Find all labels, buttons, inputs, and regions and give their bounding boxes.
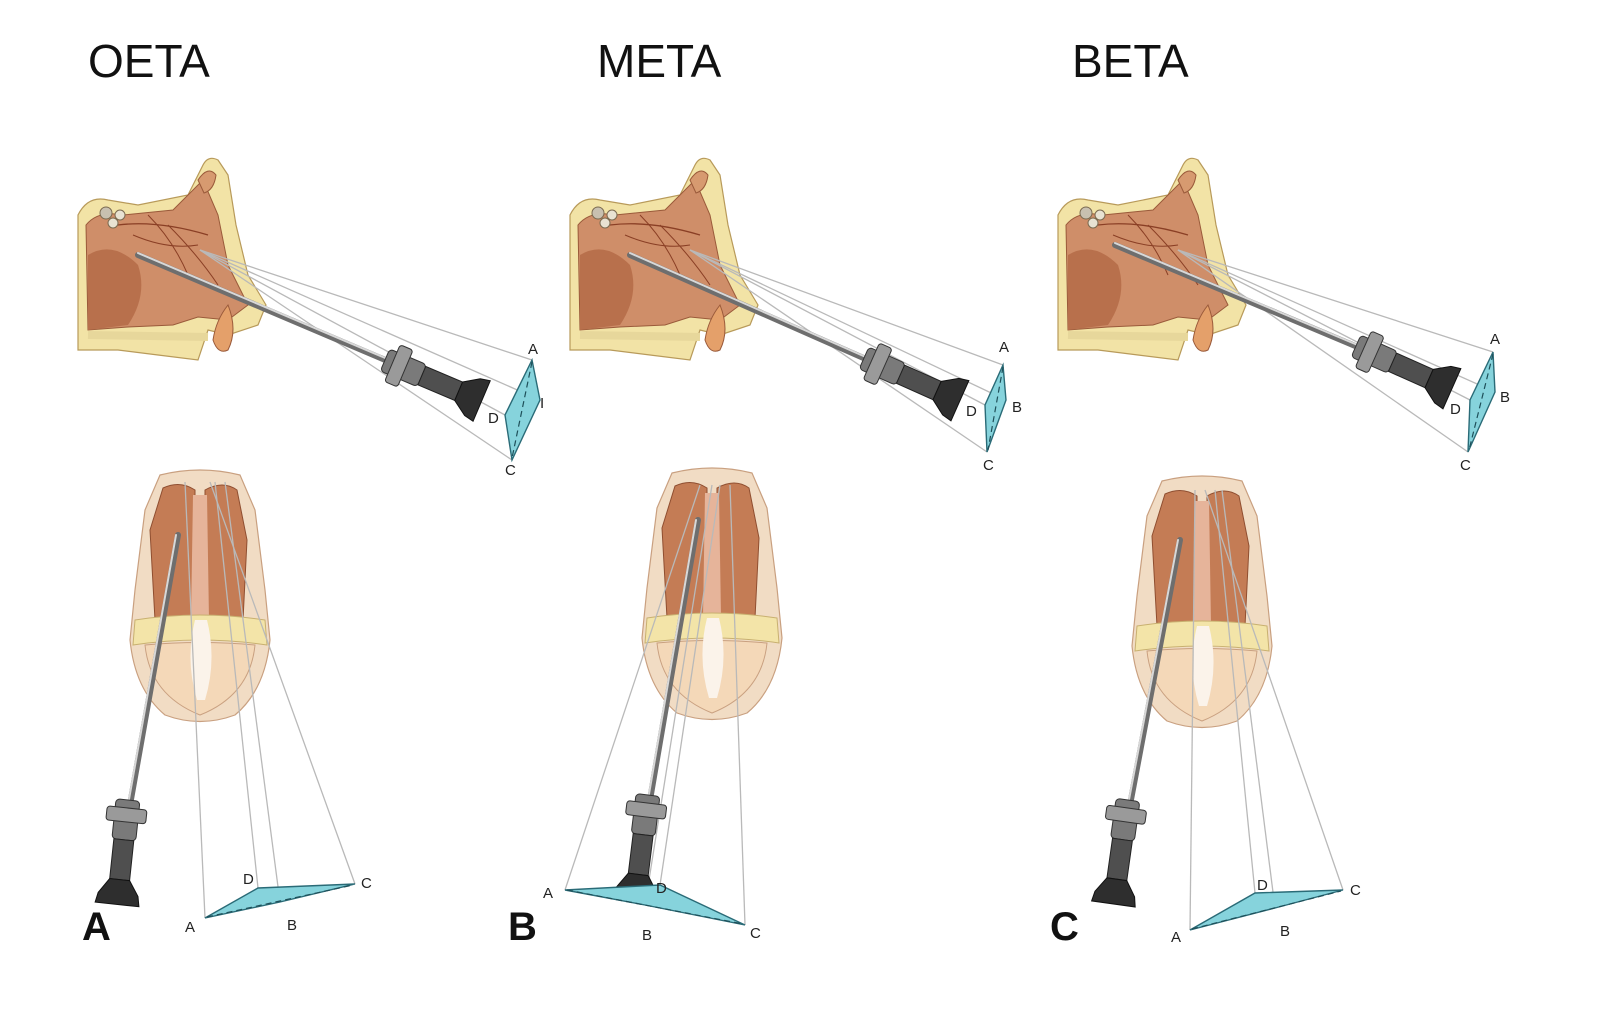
sagittal-nasal-section-illustration <box>570 158 758 360</box>
endoscope-icon <box>1346 325 1462 410</box>
axial-label-d: D <box>656 880 667 897</box>
panel-letter-a: A <box>82 905 111 949</box>
panel-beta: A B C D A B C D <box>1058 158 1510 946</box>
sagittal-label-b: B <box>1500 389 1510 406</box>
endoscope-icon <box>94 797 151 908</box>
endoscope-icon <box>375 339 491 422</box>
sagittal-label-d: D <box>1450 401 1461 418</box>
endoscope-icon <box>854 337 970 422</box>
axial-nasal-section-illustration <box>641 467 783 721</box>
panel-letter-b: B <box>508 905 537 949</box>
sagittal-label-c: C <box>505 462 516 479</box>
panel-title-beta: BETA <box>1072 35 1189 87</box>
axial-label-c: C <box>750 925 761 942</box>
axial-label-b: B <box>642 927 652 944</box>
endoscope-icon <box>1091 796 1151 908</box>
sagittal-label-d: D <box>488 410 499 427</box>
projection-plane-sagittal <box>504 357 541 463</box>
projection-plane-axial <box>1189 889 1344 931</box>
sagittal-nasal-section-illustration <box>78 158 266 360</box>
panel-oeta: A I C D A B C D <box>78 158 544 936</box>
axial-label-c: C <box>1350 882 1361 899</box>
sagittal-label-a: A <box>1490 331 1500 348</box>
sagittal-label-c: C <box>1460 457 1471 474</box>
sagittal-label-b: B <box>1012 399 1022 416</box>
sagittal-label-a: A <box>528 341 538 358</box>
panel-letter-c: C <box>1050 905 1079 949</box>
axial-label-c: C <box>361 875 372 892</box>
axial-label-a: A <box>543 885 553 902</box>
axial-label-a: A <box>1171 929 1181 946</box>
axial-label-b: B <box>1280 923 1290 940</box>
sagittal-label-a: A <box>999 339 1009 356</box>
panel-title-meta: META <box>597 35 722 87</box>
panel-meta: A B C D A B C D <box>543 158 1022 944</box>
sagittal-label-b: I <box>540 395 544 412</box>
sagittal-label-c: C <box>983 457 994 474</box>
axial-label-b: B <box>287 917 297 934</box>
panel-title-oeta: OETA <box>88 35 210 87</box>
axial-label-d: D <box>1257 877 1268 894</box>
axial-label-d: D <box>243 871 254 888</box>
axial-label-a: A <box>185 919 195 936</box>
sagittal-label-d: D <box>966 403 977 420</box>
